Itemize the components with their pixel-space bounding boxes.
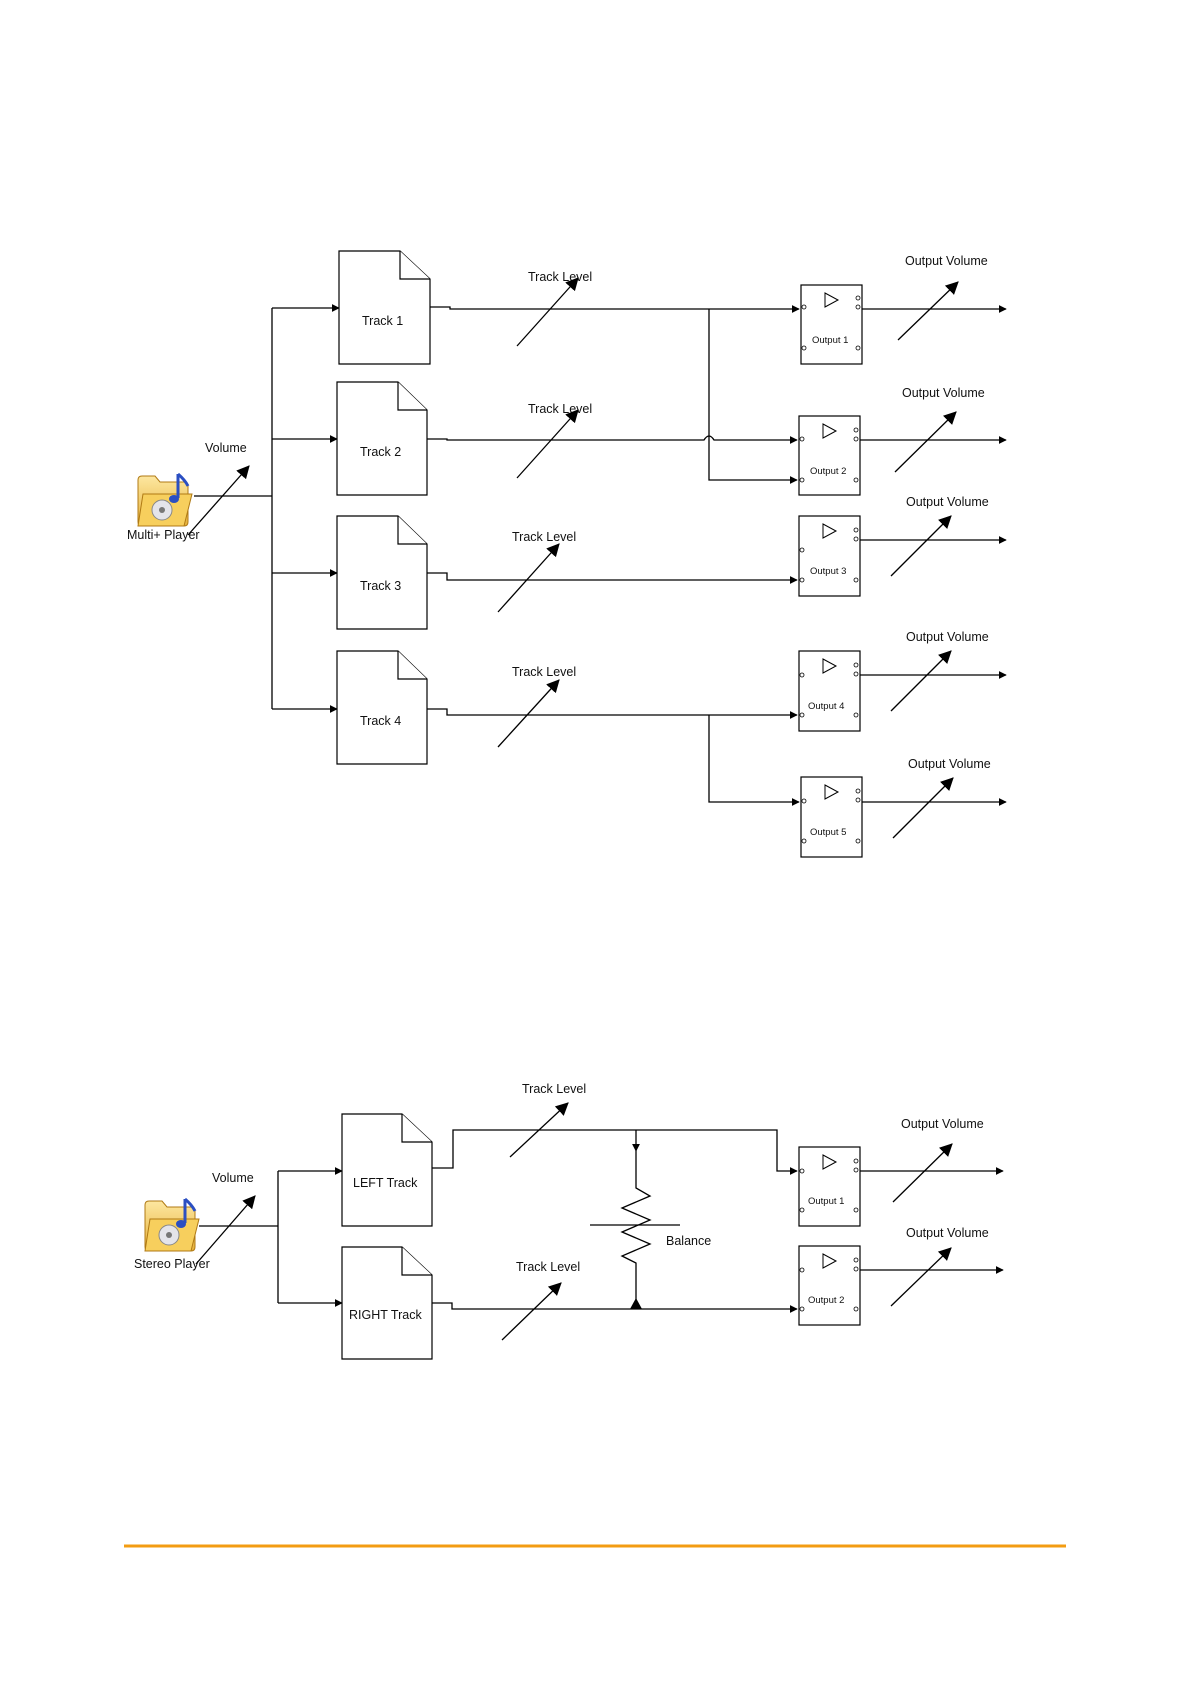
output-1-label: Output 1 [812, 335, 848, 346]
balance-label: Balance [666, 1234, 711, 1248]
volume-label: Volume [212, 1171, 254, 1185]
right-track-block: RIGHT Track [341, 1246, 433, 1360]
output-2-label: Output 2 [810, 466, 846, 477]
amplifier-triangle-icon [822, 658, 838, 674]
track-level-arrow-1 [516, 277, 579, 347]
amplifier-triangle-icon [822, 523, 838, 539]
track-1-block: Track 1 [338, 250, 431, 365]
output-2-label: Output 2 [808, 1295, 844, 1306]
track-level-label-left: Track Level [522, 1082, 586, 1096]
track-2-output-wire [427, 435, 798, 444]
amplifier-triangle-icon [824, 784, 840, 800]
output-2-block: Output 2 [798, 415, 861, 496]
music-folder-icon [137, 472, 193, 527]
track-3-block: Track 3 [336, 515, 428, 630]
left-track-block: LEFT Track [341, 1113, 433, 1227]
multi-player-diagram: Multi+ Player Volume Track 1 Track 2 Tra… [127, 250, 1007, 858]
track-level-label-2: Track Level [528, 402, 592, 416]
left-track-label: LEFT Track [353, 1176, 418, 1190]
output-4-block: Output 4 [798, 650, 861, 732]
amplifier-triangle-icon [822, 423, 838, 439]
track-1-label: Track 1 [362, 314, 403, 328]
track-level-label-3: Track Level [512, 530, 576, 544]
track-4-label: Track 4 [360, 714, 401, 728]
output-1-block: Output 1 [798, 1146, 861, 1227]
left-track-output-wire [432, 1129, 798, 1175]
track-2-label: Track 2 [360, 445, 401, 459]
track-3-label: Track 3 [360, 579, 401, 593]
track-4-split-wire [708, 715, 800, 806]
output-volume-label-2: Output Volume [902, 386, 985, 400]
output-5-block: Output 5 [800, 776, 863, 858]
track-4-block: Track 4 [336, 650, 428, 765]
volume-control-arrow [187, 465, 250, 536]
output-3-label: Output 3 [810, 566, 846, 577]
track-level-arrow-4 [497, 679, 560, 748]
track-3-output-wire [427, 572, 798, 584]
track-level-arrow-right [501, 1282, 562, 1341]
output-2-block: Output 2 [798, 1245, 861, 1326]
output-volume-arrow-5 [892, 777, 954, 839]
output-5-label: Output 5 [810, 827, 846, 838]
track-level-arrow-3 [497, 543, 560, 613]
right-track-label: RIGHT Track [349, 1308, 422, 1322]
track-level-arrow-2 [516, 409, 579, 479]
track-level-arrow-left [509, 1102, 569, 1158]
output-volume-arrow-4 [890, 650, 952, 712]
output-volume-arrow-1 [892, 1143, 953, 1203]
output-volume-label-1: Output Volume [901, 1117, 984, 1131]
output-volume-label-2: Output Volume [906, 1226, 989, 1240]
output-volume-arrow-2 [890, 1247, 952, 1307]
output-1-label: Output 1 [808, 1196, 844, 1207]
track-4-output-wire [427, 708, 798, 719]
player-label: Stereo Player [134, 1257, 210, 1271]
output-volume-label-5: Output Volume [908, 757, 991, 771]
output-volume-label-1: Output Volume [905, 254, 988, 268]
right-track-output-wire [432, 1302, 798, 1313]
amplifier-triangle-icon [824, 292, 840, 308]
volume-label: Volume [205, 441, 247, 455]
track-level-label-4: Track Level [512, 665, 576, 679]
music-folder-icon [144, 1197, 200, 1252]
track-level-label-right: Track Level [516, 1260, 580, 1274]
output-volume-arrow-2 [894, 411, 957, 473]
amplifier-triangle-icon [822, 1253, 838, 1269]
output-3-block: Output 3 [798, 515, 861, 597]
track-level-label-1: Track Level [528, 270, 592, 284]
output-volume-arrow-3 [890, 515, 952, 577]
output-volume-label-4: Output Volume [906, 630, 989, 644]
stereo-player-diagram: Stereo Player Volume LEFT Track RIGHT Tr… [134, 1082, 1004, 1360]
output-4-label: Output 4 [808, 701, 844, 712]
track-2-block: Track 2 [336, 381, 428, 496]
volume-control-arrow [195, 1195, 256, 1265]
track-1-split-wire [708, 309, 798, 484]
output-volume-arrow-1 [897, 281, 959, 341]
output-volume-label-3: Output Volume [906, 495, 989, 509]
track-1-output-wire [430, 305, 800, 313]
balance-potentiometer [590, 1130, 680, 1309]
player-label: Multi+ Player [127, 528, 200, 542]
output-1-block: Output 1 [800, 284, 863, 365]
amplifier-triangle-icon [822, 1154, 838, 1170]
